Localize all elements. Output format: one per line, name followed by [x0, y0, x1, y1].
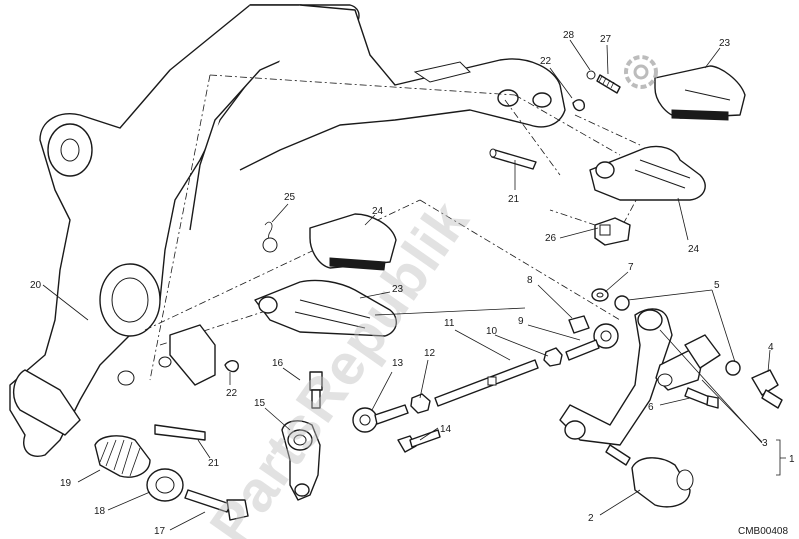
pivot-arm-15 — [281, 420, 321, 501]
callout-27: 27 — [600, 34, 612, 45]
callout-23-middle: 23 — [392, 284, 404, 295]
shift-lever-3 — [559, 308, 703, 446]
circlip-upper — [572, 99, 586, 112]
pin-upper — [489, 148, 537, 170]
callout-24-upper: 23 — [719, 38, 731, 49]
callout-8: 8 — [527, 275, 533, 286]
callout-10: 10 — [486, 326, 498, 337]
bolt-17 — [184, 489, 249, 521]
callout-17: 17 — [154, 526, 166, 537]
shift-peg-rubber-2 — [631, 457, 694, 508]
bolt-16 — [309, 371, 323, 409]
callout-13: 13 — [392, 358, 404, 369]
ball-28 — [586, 70, 596, 80]
footpeg-rubber-upper — [654, 65, 746, 121]
washer-7 — [591, 288, 609, 302]
nut-12 — [410, 393, 431, 414]
pin-lower — [154, 424, 206, 441]
callout-19: 19 — [60, 478, 72, 489]
callout-2: 2 — [588, 513, 594, 524]
shift-rod-11 — [434, 359, 539, 407]
callout-3: 3 — [762, 438, 768, 449]
callout-18: 18 — [94, 506, 106, 517]
nut-10 — [543, 347, 563, 367]
footpeg-bracket-pivot — [169, 324, 216, 386]
callout-24-middle: 24 — [372, 206, 384, 217]
callout-21-lower: 21 — [208, 458, 220, 469]
rod-end-13 — [352, 404, 409, 433]
callout-20: 20 — [30, 280, 42, 291]
bushing-5 — [614, 295, 741, 376]
callout-22-upper: 22 — [540, 56, 552, 67]
callout-21-upper: 21 — [508, 194, 520, 205]
callout-12: 12 — [424, 348, 436, 359]
callout-labels: 20 25 24 23 22 16 15 21 19 18 17 13 12 1… — [30, 30, 795, 537]
callout-26: 26 — [545, 233, 557, 244]
circlip-lower — [224, 360, 239, 373]
callout-25: 25 — [284, 192, 296, 203]
bolt-26 — [594, 217, 631, 246]
callout-5: 5 — [714, 280, 720, 291]
leader-lines — [42, 39, 786, 531]
footpeg-rubber-middle — [309, 213, 397, 271]
callout-11: 11 — [444, 318, 455, 329]
spring-25 — [262, 221, 278, 253]
callout-4: 4 — [768, 342, 774, 353]
callout-9: 9 — [518, 316, 524, 327]
callout-7: 7 — [628, 262, 634, 273]
bolt-6 — [684, 387, 719, 409]
ring-nut-18 — [146, 468, 184, 502]
callout-1: 1 — [789, 454, 795, 465]
gear-icon — [624, 55, 658, 89]
threaded-bushing-19 — [94, 435, 151, 478]
bolt-14 — [397, 429, 441, 453]
spring-27 — [596, 74, 621, 94]
drawing-code: CMB00408 — [738, 526, 788, 537]
frame-bracket — [9, 4, 566, 457]
rod-end-9 — [565, 323, 619, 361]
callout-22-lower: 22 — [226, 388, 238, 399]
callout-16: 16 — [272, 358, 284, 369]
rear-footpeg-upper — [589, 145, 706, 201]
callout-28: 28 — [563, 30, 575, 41]
shift-peg-shaft — [605, 444, 631, 466]
callout-14: 14 — [440, 424, 452, 435]
bolt-4 — [751, 369, 783, 409]
callout-6: 6 — [648, 402, 654, 413]
spacer-8 — [568, 315, 590, 334]
callout-15: 15 — [254, 398, 266, 409]
rider-footpeg-middle — [254, 279, 397, 337]
callout-23-upper: 24 — [688, 244, 700, 255]
